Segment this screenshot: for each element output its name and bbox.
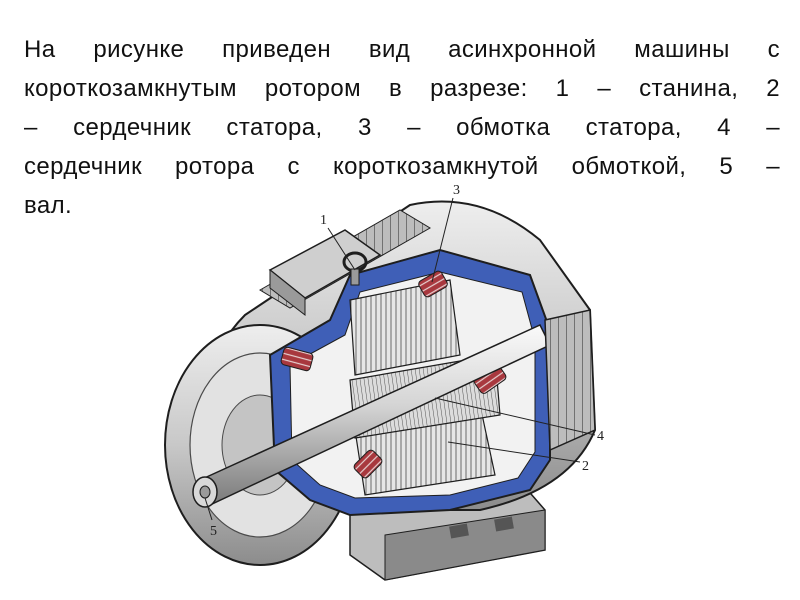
callout-number: 5: [210, 524, 217, 539]
callout-leader-5: [204, 497, 213, 521]
lifting-eye-bolt: [342, 251, 368, 286]
callout-labels: 1 2 3 4 5: [210, 183, 604, 539]
caption-line: На рисунке приведен вид асинхронной маши…: [24, 36, 780, 63]
caption-line: – сердечник статора, 3 – обмотка статора…: [24, 114, 780, 141]
motor-cutaway-illustration: 1 2 3 4 5: [150, 180, 650, 600]
caption-line: вал.: [24, 192, 73, 219]
motor-drawing: 1 2 3 4 5: [164, 183, 604, 581]
callout-number: 1: [320, 213, 327, 228]
caption-text: На рисунке приведен вид асинхронной маши…: [24, 30, 780, 225]
caption-line: короткозамкнутым ротором в разрезе: 1 – …: [24, 75, 780, 102]
callout-leader-4: [434, 397, 596, 436]
fan-cover: [544, 309, 596, 452]
stator-winding: [280, 270, 507, 479]
callout-leaders: [204, 197, 596, 521]
callout-leader-2: [447, 441, 581, 463]
callout-number: 3: [453, 183, 460, 198]
caption-line: сердечник ротора с короткозамкнутой обмо…: [24, 153, 780, 180]
callout-leader-1: [327, 227, 356, 271]
callout-number: 2: [582, 459, 589, 474]
callout-leader-3: [431, 197, 454, 283]
stator-core: [349, 279, 496, 496]
callout-number: 4: [597, 429, 604, 444]
